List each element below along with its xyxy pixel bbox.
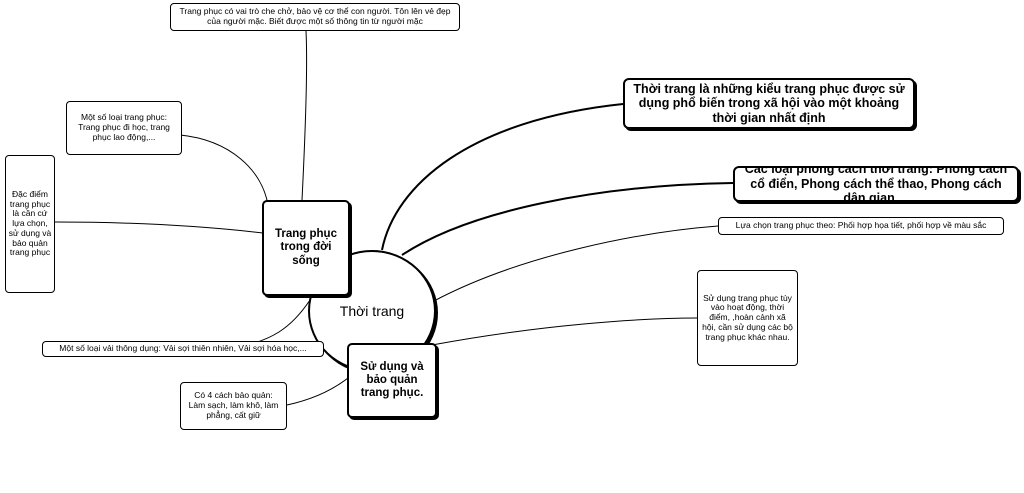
- node-types[interactable]: Một số loại trang phục: Trang phục đi họ…: [66, 101, 182, 155]
- link-preserve: [286, 377, 349, 406]
- link-types: [179, 134, 269, 206]
- node-styles[interactable]: Các loại phong cách thời trang: Phong cá…: [733, 166, 1019, 202]
- node-features[interactable]: Đặc điểm trang phục là cần cứ lựa chọn, …: [5, 155, 55, 293]
- subtopic-use-label: Sử dụng và bảo quản trang phục.: [360, 360, 424, 400]
- node-types-text: Một số loại trang phục: Trang phục đi họ…: [78, 112, 170, 142]
- subtopic-life-label: Trang phục trong đời sống: [275, 228, 337, 267]
- link-role: [301, 30, 308, 201]
- node-usage[interactable]: Sử dụng trang phục tùy vào hoạt động, th…: [697, 270, 798, 366]
- node-choose[interactable]: Lựa chọn trang phục theo: Phối hợp họa t…: [718, 217, 1004, 235]
- node-preserve[interactable]: Có 4 cách bảo quản: Làm sạch, làm khô, l…: [180, 382, 287, 430]
- node-choose-text: Lựa chọn trang phục theo: Phối hợp họa t…: [735, 220, 987, 231]
- central-topic-label: Thời trang: [339, 303, 405, 319]
- subtopic-life[interactable]: Trang phục trong đời sống: [262, 200, 350, 296]
- node-usage-text: Sử dụng trang phục tùy vào hoạt động, th…: [702, 292, 793, 342]
- node-styles-text: Các loại phong cách thời trang: Phong cá…: [744, 166, 1008, 202]
- node-definition[interactable]: Thời trang là những kiểu trang phục được…: [623, 78, 915, 129]
- link-choose: [431, 225, 719, 303]
- node-preserve-text: Có 4 cách bảo quản: Làm sạch, làm khô, l…: [188, 390, 279, 420]
- node-definition-text: Thời trang là những kiểu trang phục được…: [633, 81, 905, 125]
- node-role-text: Trang phục có vai trò che chở, bảo vệ cơ…: [179, 6, 451, 26]
- node-features-text: Đặc điểm trang phục là cần cứ lựa chọn, …: [8, 188, 52, 258]
- subtopic-use[interactable]: Sử dụng và bảo quản trang phục.: [347, 343, 437, 418]
- node-fabrics-text: Một số loại vải thông dụng: Vải sợi thiê…: [59, 343, 307, 354]
- node-role[interactable]: Trang phục có vai trò che chở, bảo vệ cơ…: [170, 3, 460, 31]
- link-definition: [381, 103, 624, 251]
- node-fabrics[interactable]: Một số loại vải thông dụng: Vải sợi thiê…: [42, 341, 324, 357]
- link-usage: [431, 317, 698, 346]
- link-fabrics: [239, 299, 311, 348]
- link-styles: [401, 182, 734, 256]
- link-features: [54, 221, 264, 234]
